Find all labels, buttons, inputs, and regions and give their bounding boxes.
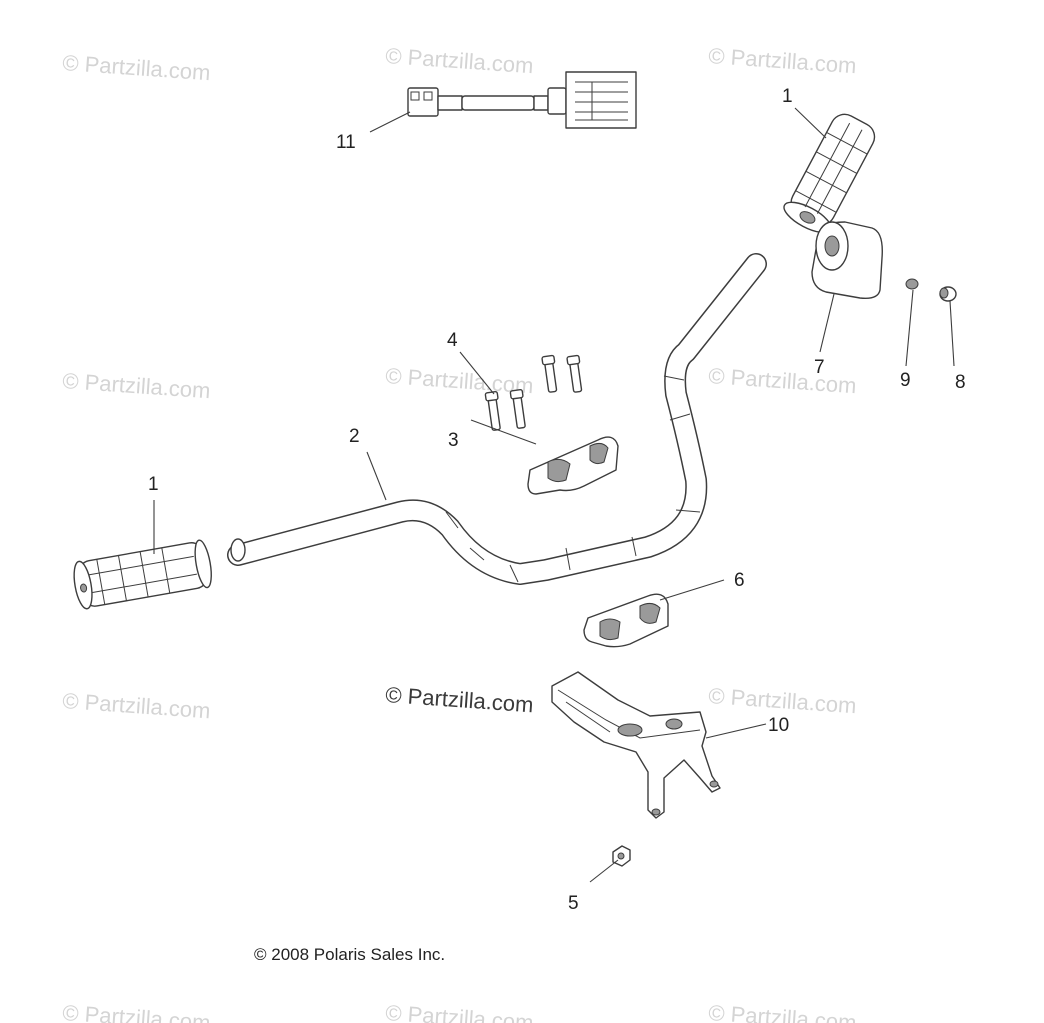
callout-grip-right: 1 [782, 86, 793, 107]
bracket-part[interactable] [551, 671, 721, 819]
callout-throttle-housing: 7 [814, 357, 825, 378]
throttle-housing-part[interactable] [811, 221, 883, 300]
watermark: © Partzilla.com [708, 683, 858, 718]
watermark: © Partzilla.com [62, 368, 212, 403]
callout-bolts: 4 [447, 330, 458, 351]
callout-grip-left: 1 [148, 474, 159, 495]
cap-8-part[interactable] [939, 286, 957, 302]
nut-part[interactable] [612, 845, 631, 867]
watermark: © Partzilla.com [62, 1000, 212, 1023]
callout-handlebar: 2 [349, 426, 360, 447]
callout-harness: 11 [336, 132, 356, 153]
grip-right-part[interactable] [780, 108, 882, 238]
bolts-part[interactable] [484, 354, 584, 431]
watermark: © Partzilla.com [62, 50, 212, 85]
watermark: © Partzilla.com [708, 1000, 858, 1023]
handlebar-part[interactable] [227, 253, 767, 585]
leader-lines [153, 107, 955, 883]
watermark-center: © Partzilla.com [385, 682, 535, 717]
part-9[interactable] [905, 278, 919, 290]
watermark: © Partzilla.com [385, 43, 535, 78]
callout-lower-clamp: 6 [734, 570, 745, 591]
callout-nut: 5 [568, 893, 579, 914]
watermark: © Partzilla.com [708, 43, 858, 78]
harness-part[interactable] [407, 71, 637, 129]
lower-clamp-part[interactable] [583, 593, 669, 648]
callout-upper-clamp: 3 [448, 430, 459, 451]
callout-cap-8: 8 [955, 372, 966, 393]
callout-part-9: 9 [900, 370, 911, 391]
callout-labels: 11 1 2 4 3 1 7 9 8 6 10 5 [148, 86, 966, 914]
watermark: © Partzilla.com [62, 688, 212, 723]
grip-left-part[interactable] [71, 539, 214, 610]
callout-bracket: 10 [768, 715, 789, 736]
upper-clamp-part[interactable] [527, 436, 619, 495]
watermark: © Partzilla.com [385, 1000, 535, 1023]
copyright-text: © 2008 Polaris Sales Inc. [254, 945, 445, 964]
watermark: © Partzilla.com [708, 363, 858, 398]
